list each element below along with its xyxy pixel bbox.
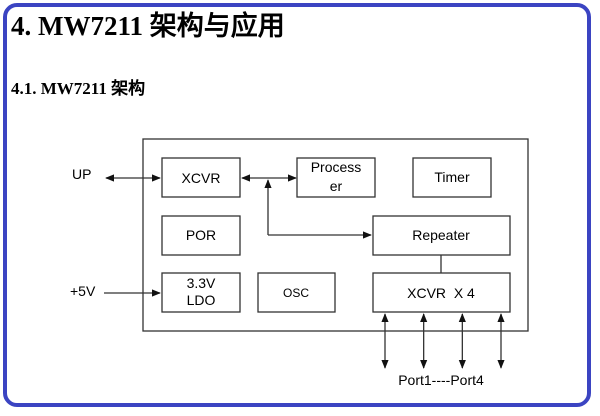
xcvr-label: XCVR: [182, 170, 221, 186]
osc-block: OSC: [257, 272, 336, 313]
ldo-block: 3.3V LDO: [161, 272, 241, 313]
osc-label: OSC: [283, 286, 309, 300]
repeater-label: Repeater: [412, 227, 470, 243]
repeater-block: Repeater: [372, 215, 511, 256]
port-arrows: [381, 313, 505, 369]
section-heading: 4. MW7211 架构与应用: [11, 11, 285, 41]
ldo-label-line1: 3.3V: [187, 275, 216, 291]
processor-label-line2: er: [330, 178, 343, 194]
xcvr-x4-block: XCVR X 4: [372, 272, 511, 313]
timer-label: Timer: [434, 169, 470, 185]
up-label: UP: [72, 166, 91, 182]
ports-label: Port1----Port4: [398, 372, 484, 388]
xcvr-block: XCVR: [161, 157, 241, 198]
processor-label-line1: Process: [311, 159, 362, 175]
slide-frame: [3, 3, 591, 407]
por-label: POR: [186, 227, 216, 243]
subsection-heading: 4.1. MW7211 架构: [11, 79, 146, 98]
por-block: POR: [161, 215, 241, 256]
xcvr-x4-label: XCVR X 4: [407, 285, 475, 301]
ldo-label-line2: LDO: [187, 292, 216, 308]
power-label: +5V: [70, 283, 96, 299]
timer-block: Timer: [412, 157, 492, 198]
processor-block: Process er: [296, 157, 376, 198]
